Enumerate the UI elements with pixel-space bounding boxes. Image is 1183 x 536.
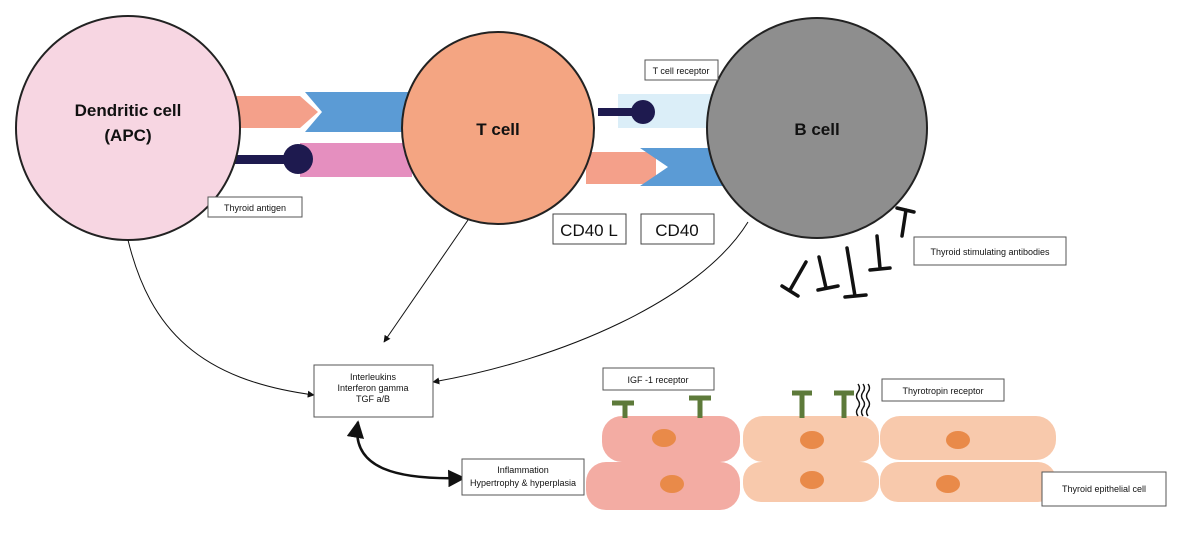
antibody-icon [895,206,916,238]
igf-receptor-icon [689,395,711,418]
antibodies-group [780,206,916,299]
thyrotropin-receptor-icon [855,383,871,417]
t-cell [401,31,595,225]
thyroid-epithelium [586,416,1056,510]
tcr-stalk [598,108,634,116]
thyroid-antigen-label: Thyroid antigen [224,203,286,213]
dc-antigen-head [283,144,313,174]
b-cell-label: B cell [794,120,839,139]
igf-receptor-label: IGF -1 receptor [627,375,688,385]
outcomes-box [461,458,585,496]
cd40-box [640,213,715,245]
tcell-to-cytokines-arrow [383,219,469,343]
nucleus [800,471,824,489]
b-cell [706,17,928,239]
cytokine-tgf: TGF a/B [356,394,390,404]
tcell-blue-receptor [305,92,408,132]
cytokine-interleukins: Interleukins [350,372,397,382]
t-cell-receptor-label: T cell receptor [653,66,710,76]
thyroid-stimulating-antibodies-label: Thyroid stimulating antibodies [930,247,1050,257]
thyroid-epithelial-cell-label: Thyroid epithelial cell [1062,484,1146,494]
igf-receptors [612,390,854,418]
cd40-label: CD40 [655,221,698,240]
igf-receptor-box [602,367,715,391]
thyroid-stimulating-antibodies-box [913,236,1067,266]
t-cell-receptor-box [644,59,719,81]
nucleus [936,475,960,493]
dc-antigen-stalk [228,155,296,164]
tcell-pink-receptor [300,143,412,177]
antibody-icon [816,255,840,292]
dc-tcell-synapse [228,92,412,177]
nucleus [660,475,684,493]
nucleus [652,429,676,447]
antibody-icon [868,234,892,272]
cytokines-outcomes-arrow [346,420,466,488]
cd40l-box [552,213,627,245]
cytokines-box [313,364,434,418]
bcell-to-cytokines-arrow [432,221,749,385]
tcr-head [631,100,655,124]
cd40l-label: CD40 L [560,221,618,240]
outcome-hypertrophy: Hypertrophy & hyperplasia [470,478,576,488]
thyrotropin-receptor-box [881,378,1005,402]
dendritic-cell-label-line1: Dendritic cell [75,101,182,120]
dendritic-cell-label-line2: (APC) [104,126,151,145]
t-cell-label: T cell [476,120,519,139]
nucleus [946,431,970,449]
igf-receptor-icon [834,390,854,418]
thyroid-antigen-box [207,196,303,218]
dc-salmon-receptor [236,96,318,128]
cytokine-interferon-gamma: Interferon gamma [337,383,408,393]
igf-receptor-icon [612,400,634,418]
thyroid-epithelial-cell-box [1041,471,1167,507]
dc-to-cytokines-arrow [127,239,315,398]
cd40l-receptor [586,152,656,184]
outcome-inflammation: Inflammation [497,465,549,475]
igf-receptor-icon [792,390,812,418]
cd40-receptor [640,148,728,186]
antibody-icon [780,260,808,298]
thyrotropin-receptor-label: Thyrotropin receptor [902,386,983,396]
antibody-icon [843,246,868,299]
nucleus [800,431,824,449]
epithelial-cell [880,462,1056,502]
